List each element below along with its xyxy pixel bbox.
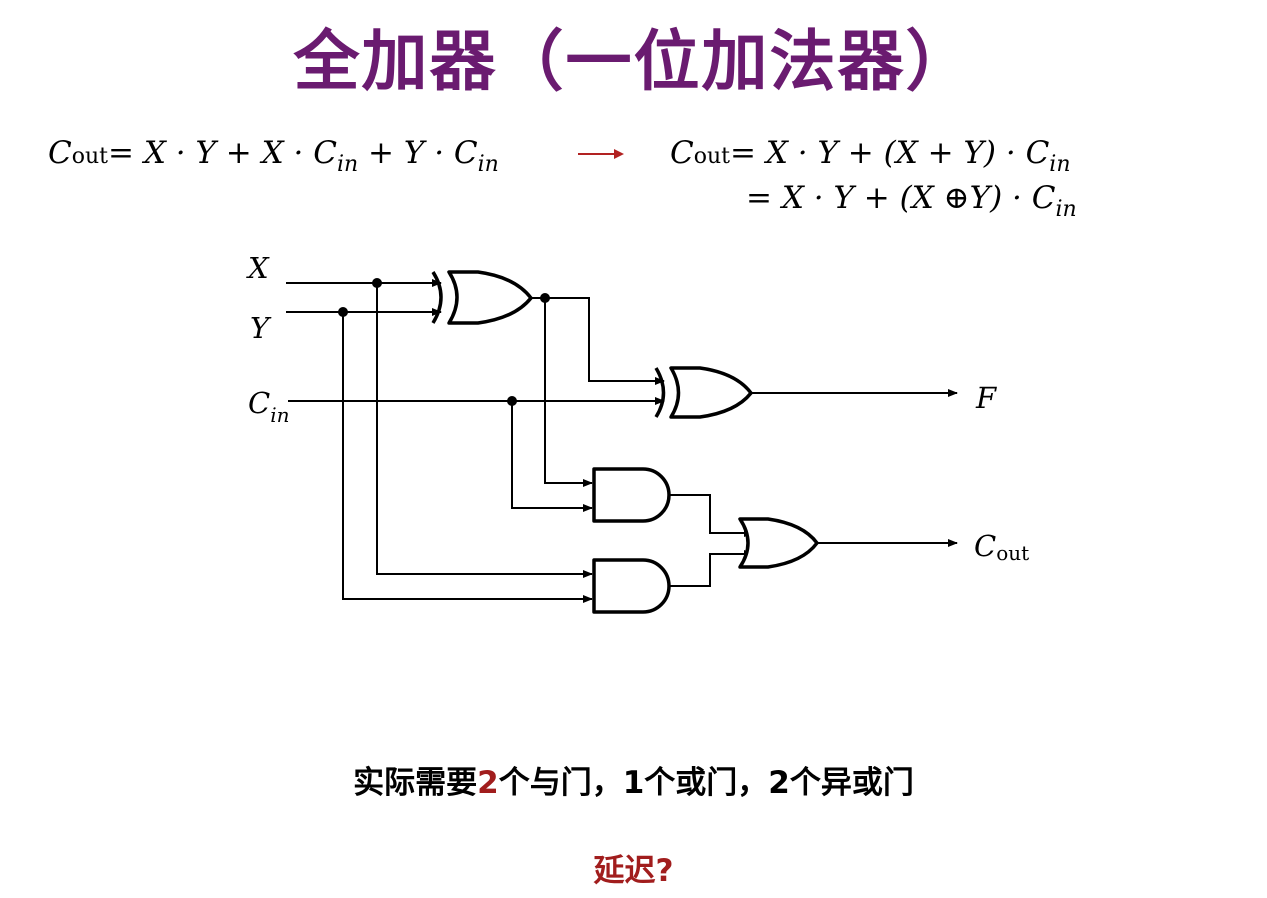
or-gate: [738, 517, 819, 569]
equation-right-line1: Cout= X · Y + (X + Y) · Cin: [670, 135, 1071, 177]
label-cout: Cout: [974, 529, 1029, 565]
label-x: X: [246, 251, 270, 285]
xor-count: 2: [768, 765, 790, 801]
junction-cin: [507, 396, 517, 406]
label-y: Y: [250, 311, 272, 345]
and-count: 2: [477, 765, 499, 801]
wire-x-branch: [376, 283, 593, 578]
junction-x: [372, 278, 382, 288]
wire-cin-branch: [511, 401, 593, 512]
and-gate-1: [592, 467, 671, 523]
gate-count-summary: 实际需要2个与门，1个或门，2个异或门: [353, 765, 914, 801]
equation-right-line2: = X · Y + (X ⊕Y) · Cin: [746, 180, 1077, 222]
right-arrow-icon: [578, 149, 624, 159]
xor-gate-2: [654, 366, 753, 419]
equation-left: Cout= X · Y + X · Cin + Y · Cin: [48, 135, 499, 177]
wire-y-branch: [342, 312, 593, 603]
junction-y: [338, 307, 348, 317]
label-f: F: [975, 381, 997, 415]
junction-xor1: [540, 293, 550, 303]
wire-and2-out: [669, 550, 754, 587]
wire-xor1-branch: [544, 298, 593, 487]
eq-sub-out: out: [71, 144, 108, 169]
xor-gate-1: [431, 270, 533, 325]
delay-question: 延迟?: [593, 853, 674, 889]
page-title: 全加器（一位加法器）: [293, 23, 974, 100]
and-gate-2: [592, 558, 671, 614]
label-cin: Cin: [248, 386, 289, 427]
wire-xor1-out: [531, 297, 665, 385]
wire-and1-out: [669, 494, 754, 537]
or-count: 1: [622, 765, 645, 801]
